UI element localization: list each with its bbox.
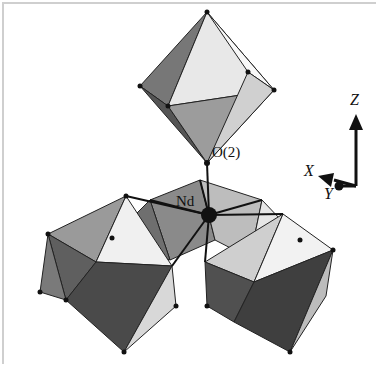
axis-label: Y <box>324 186 333 202</box>
axis-label: X <box>304 163 314 179</box>
atom-label: O(2) <box>212 145 240 160</box>
axis-label: Z <box>350 92 359 108</box>
atom-label: Nd <box>176 194 194 209</box>
